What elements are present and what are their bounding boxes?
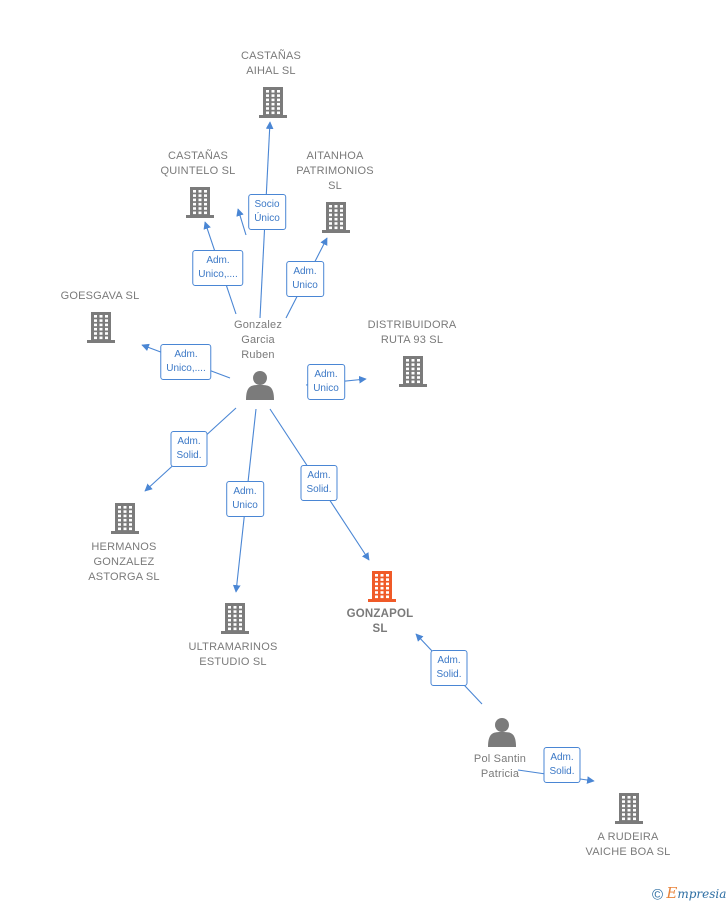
building-icon[interactable]: [368, 571, 396, 602]
node-label-aitanhoa[interactable]: AITANHOA PATRIMONIOS SL: [296, 150, 374, 192]
edge-label-distribuidora[interactable]: Adm. Unico: [307, 364, 345, 400]
node-label-gonzalez[interactable]: Gonzalez Garcia Ruben: [233, 319, 283, 361]
copyright-icon: ©: [652, 886, 664, 904]
edge-label-gonzapol[interactable]: Adm. Solid.: [430, 650, 468, 686]
edge-label-ultramarinos[interactable]: Adm. Unico: [226, 481, 264, 517]
node-label-castanas-aihal[interactable]: CASTAÑAS AIHAL SL: [240, 50, 302, 77]
empresia-watermark: © Empresia: [652, 884, 726, 903]
edge-gonzalez-to-castanas-quintelo: [236, 208, 247, 236]
edge-label-castanas-aihal[interactable]: Socio Único: [248, 194, 286, 230]
building-icon[interactable]: [322, 202, 350, 233]
building-icon[interactable]: [186, 187, 214, 218]
node-label-distribuidora[interactable]: DISTRIBUIDORA RUTA 93 SL: [367, 319, 457, 346]
node-label-a-rudeira[interactable]: A RUDEIRA VAICHE BOA SL: [585, 831, 671, 858]
node-label-castanas-quintelo[interactable]: CASTAÑAS QUINTELO SL: [160, 150, 236, 177]
building-icon[interactable]: [259, 87, 287, 118]
node-label-ultramarinos[interactable]: ULTRAMARINOS ESTUDIO SL: [188, 641, 278, 668]
person-icon[interactable]: [246, 371, 274, 400]
edge-label-castanas-quintelo[interactable]: Adm. Unico,....: [192, 250, 244, 286]
building-icon[interactable]: [87, 312, 115, 343]
person-icon[interactable]: [488, 718, 516, 747]
brand-name: mpresia: [677, 887, 727, 901]
building-icon[interactable]: [399, 356, 427, 387]
building-icon[interactable]: [111, 503, 139, 534]
edge-label-aitanhoa[interactable]: Adm. Unico: [286, 261, 324, 297]
node-label-hermanos[interactable]: HERMANOS GONZALEZ ASTORGA SL: [88, 541, 160, 583]
building-icon[interactable]: [615, 793, 643, 824]
edge-label-a-rudeira[interactable]: Adm. Solid.: [543, 747, 581, 783]
node-label-pol-santin[interactable]: Pol Santin Patricia: [473, 753, 527, 780]
node-label-goesgava[interactable]: GOESGAVA SL: [60, 290, 140, 302]
edge-label-gonzapol[interactable]: Adm. Solid.: [300, 465, 338, 501]
brand-initial: E: [666, 884, 678, 902]
edge-label-hermanos[interactable]: Adm. Solid.: [170, 431, 208, 467]
node-label-gonzapol[interactable]: GONZAPOL SL: [346, 608, 414, 635]
edge-label-goesgava[interactable]: Adm. Unico,....: [160, 344, 212, 380]
building-icon[interactable]: [221, 603, 249, 634]
